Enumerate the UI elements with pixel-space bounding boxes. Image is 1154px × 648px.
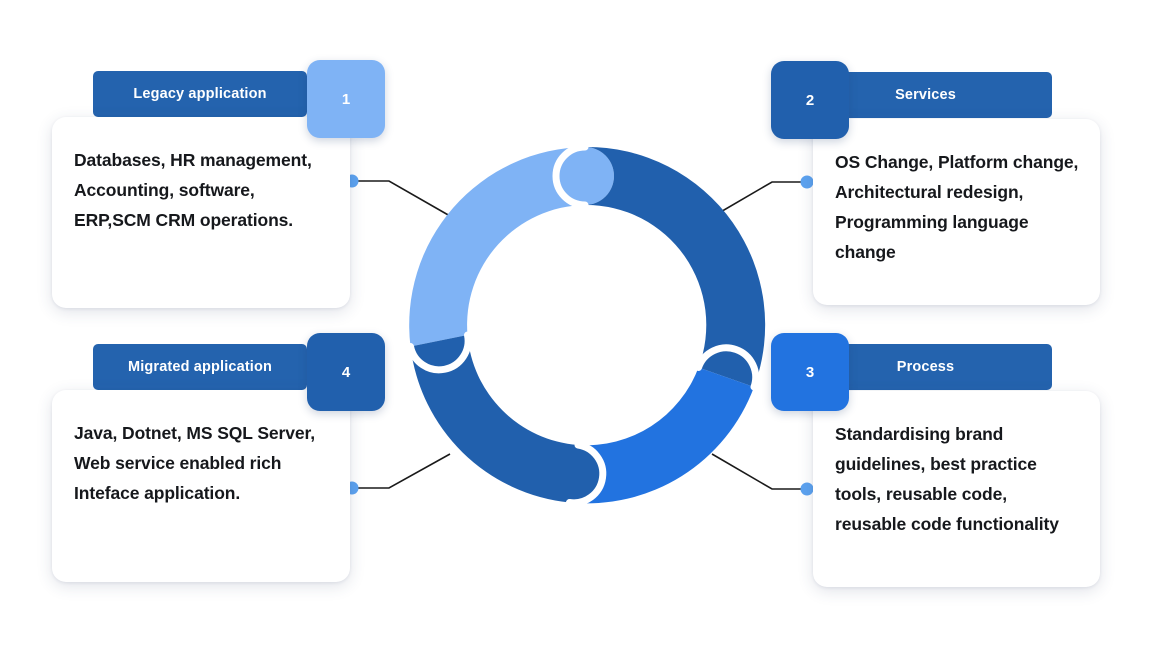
info-card-3[interactable]: Standardising brand guidelines, best pra…: [813, 391, 1100, 587]
connector-dot-3: [800, 482, 814, 496]
donut-gap-top: [552, 143, 589, 209]
donut-gap-right: [695, 344, 760, 391]
step-badge-3[interactable]: 3: [771, 333, 849, 411]
block-title-4: Migrated application: [128, 359, 272, 375]
step-number-4: 4: [341, 363, 351, 381]
info-card-2[interactable]: OS Change, Platform change, Architectura…: [813, 119, 1100, 305]
card-body-2: OS Change, Platform change, Architectura…: [835, 152, 1079, 262]
block-title-3: Process: [896, 359, 955, 375]
donut-gap-bottom: [566, 441, 607, 507]
donut-segment-3[interactable]: [569, 367, 755, 504]
info-card-4[interactable]: Java, Dotnet, MS SQL Server, Web service…: [52, 390, 350, 582]
block-title-1: Legacy application: [133, 86, 267, 102]
donut-segment-2[interactable]: [585, 146, 766, 387]
card-body-1: Databases, HR management, Accounting, so…: [74, 150, 312, 230]
donut-segment-1[interactable]: [409, 147, 614, 347]
step-badge-1[interactable]: 1: [307, 60, 385, 138]
donut-chart: [407, 143, 766, 507]
connector-dot-2: [800, 175, 814, 189]
donut-segment-4[interactable]: [410, 335, 603, 503]
step-badge-4[interactable]: 4: [307, 333, 385, 411]
card-body-3: Standardising brand guidelines, best pra…: [835, 424, 1059, 534]
info-card-1[interactable]: Databases, HR management, Accounting, so…: [52, 117, 350, 308]
header-bar-1[interactable]: Legacy application: [93, 71, 307, 117]
card-body-4: Java, Dotnet, MS SQL Server, Web service…: [74, 423, 316, 503]
step-number-2: 2: [805, 91, 815, 109]
step-number-1: 1: [341, 90, 351, 108]
donut-gap-left: [407, 331, 472, 374]
header-bar-4[interactable]: Migrated application: [93, 344, 307, 390]
step-number-3: 3: [805, 363, 815, 381]
block-title-2: Services: [895, 87, 956, 103]
step-badge-2[interactable]: 2: [771, 61, 849, 139]
